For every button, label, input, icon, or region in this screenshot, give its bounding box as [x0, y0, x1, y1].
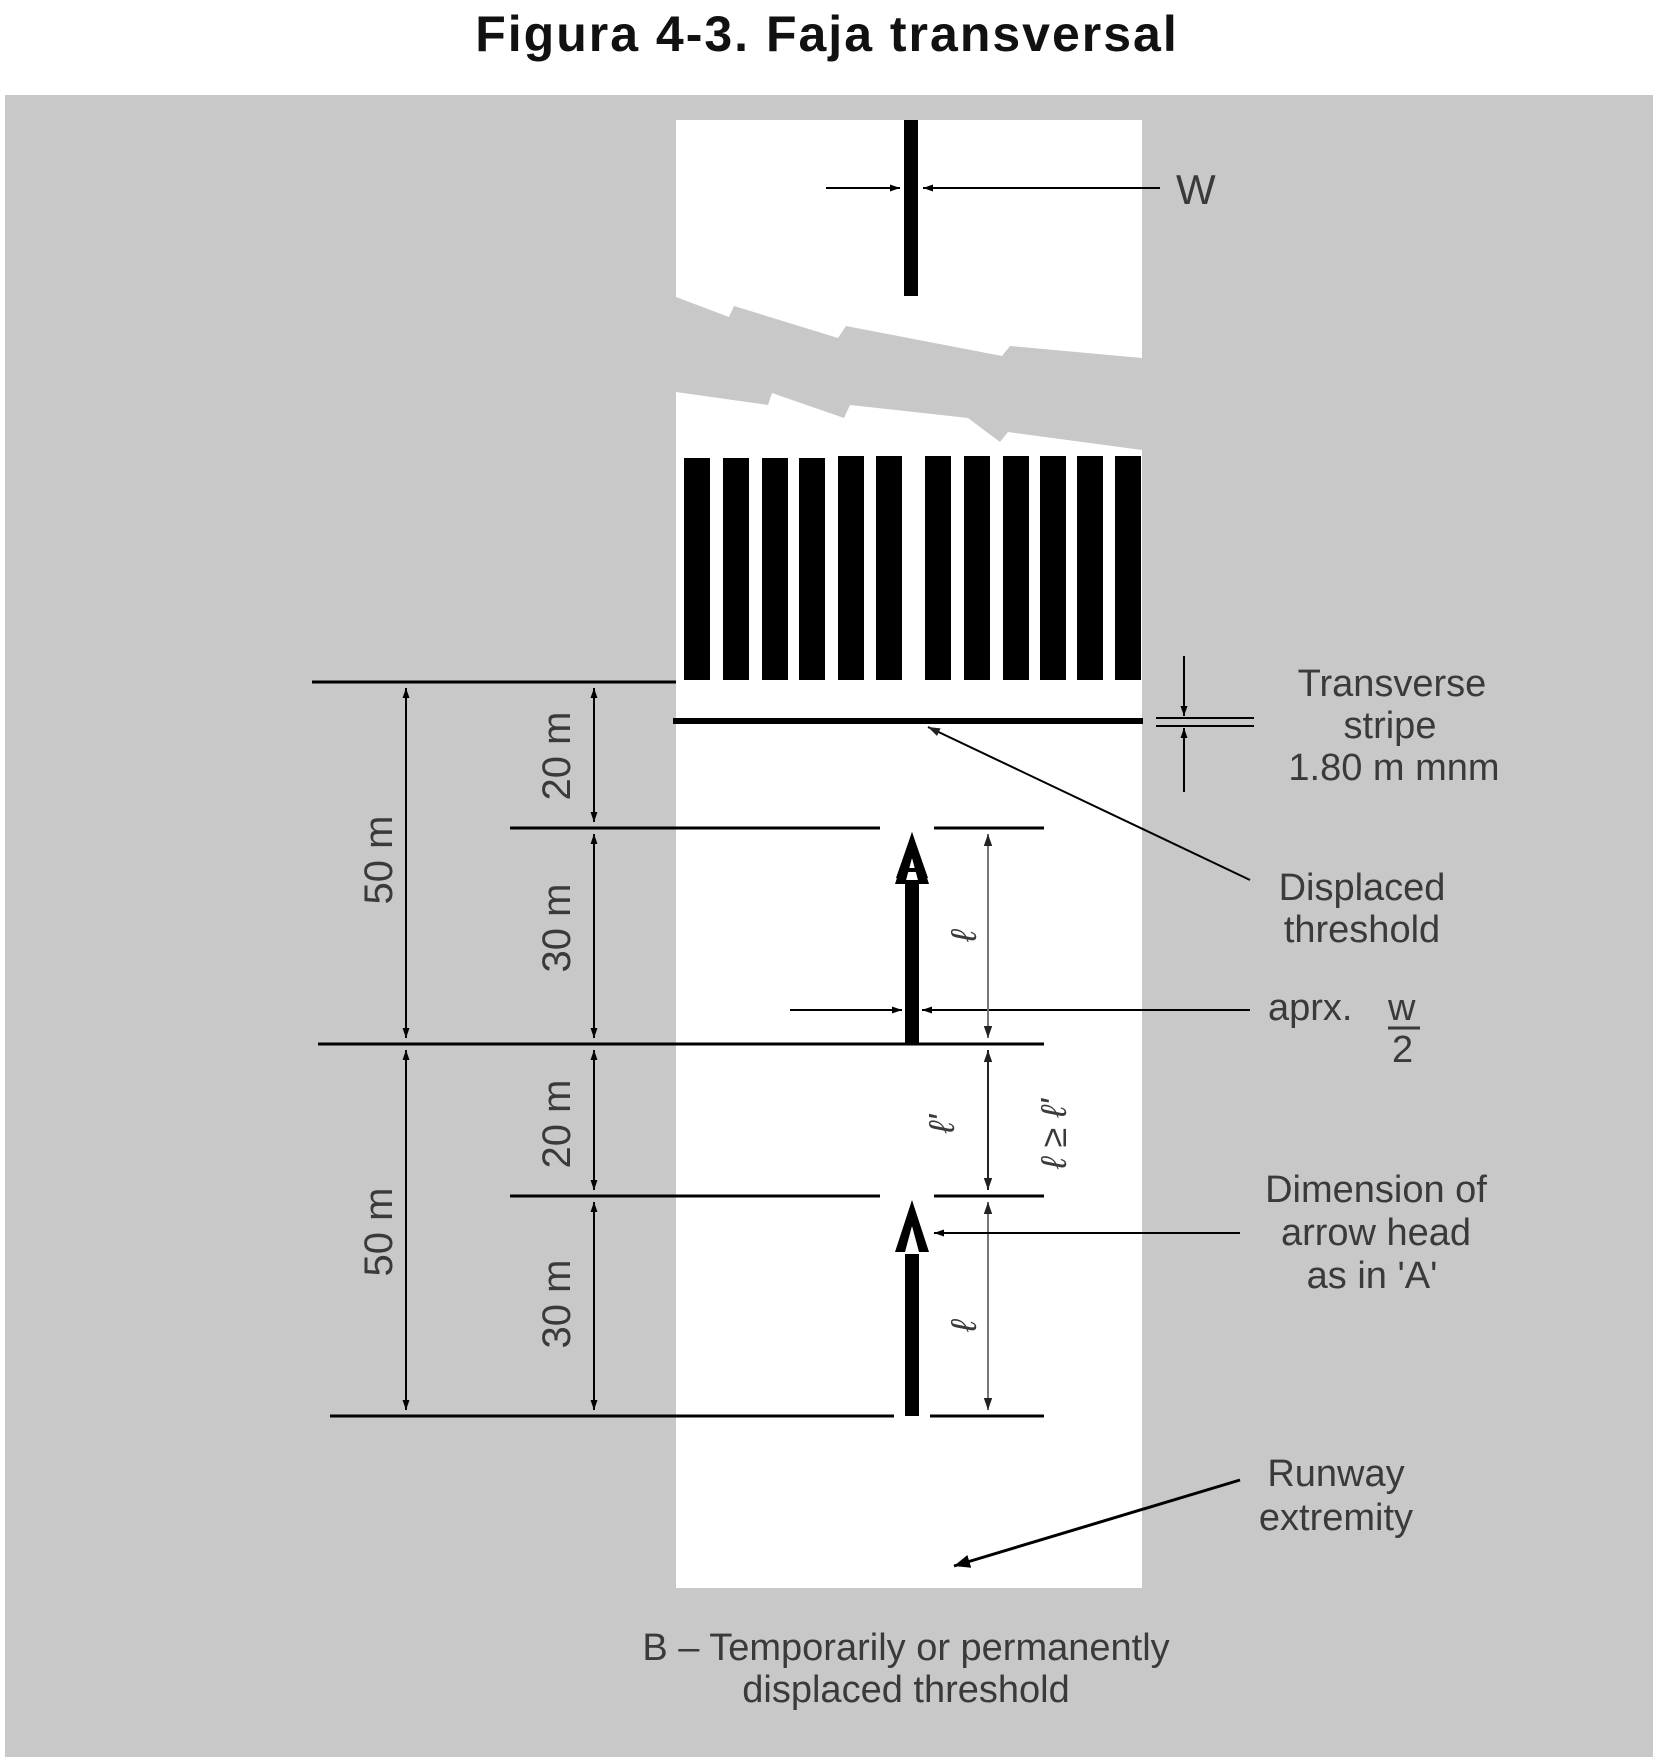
w-label: W: [1176, 166, 1216, 213]
transverse-stripe-label-1: Transverse: [1298, 663, 1487, 705]
threshold-bar: [723, 458, 749, 680]
l-upper-label: ℓ: [943, 928, 984, 943]
threshold-bar: [876, 456, 902, 680]
threshold-bar: [964, 456, 990, 680]
threshold-bar: [1077, 456, 1103, 680]
centre-line-stripe: [904, 120, 918, 296]
lower-arrow-head-outline: [895, 1200, 929, 1252]
l-lower-label: ℓ: [943, 1318, 984, 1333]
threshold-bar: [684, 458, 710, 680]
threshold-bar: [1040, 456, 1066, 680]
figure-title: Figura 4-3. Faja transversal: [475, 6, 1179, 62]
aprx-w: w: [1387, 987, 1416, 1029]
transverse-stripe-label-2: stripe: [1344, 705, 1437, 747]
dim-30m-upper-label: 30 m: [535, 884, 579, 973]
aprx-label: aprx.: [1268, 987, 1352, 1029]
l-prime-label: ℓ': [921, 1114, 962, 1135]
caption-line-2: displaced threshold: [742, 1669, 1069, 1711]
threshold-markings: [684, 456, 1141, 680]
threshold-bar: [1003, 456, 1029, 680]
runway-extremity-label-2: extremity: [1259, 1497, 1413, 1539]
threshold-bar: [762, 458, 788, 680]
transverse-stripe: [673, 718, 1143, 724]
upper-arrow-head-outline: [895, 832, 929, 884]
displaced-threshold-label-1: Displaced: [1279, 867, 1446, 909]
threshold-bar: [799, 458, 825, 680]
dim-50m-lower-label: 50 m: [357, 1188, 401, 1277]
caption-line-1: B – Temporarily or permanently: [642, 1627, 1169, 1669]
threshold-bar: [925, 456, 951, 680]
threshold-bar: [1115, 456, 1141, 680]
dim-30m-lower-label: 30 m: [535, 1260, 579, 1349]
runway-extremity-label-1: Runway: [1267, 1453, 1404, 1495]
threshold-bar: [838, 456, 864, 680]
runway-extremity-leader: [953, 1478, 1241, 1568]
upper-arrow-shaft: [905, 880, 919, 1044]
transverse-stripe-label-3: 1.80 m mnm: [1288, 747, 1499, 789]
arrow-head-label-3: as in 'A': [1307, 1255, 1438, 1297]
dim-50m-upper-label: 50 m: [357, 816, 401, 905]
l-ge-l-prime-label: ℓ ≥ ℓ': [1033, 1098, 1074, 1170]
dim-20m-lower-label: 20 m: [535, 1080, 579, 1169]
dim-20m-upper-label: 20 m: [535, 712, 579, 801]
aprx-two: 2: [1392, 1029, 1413, 1071]
arrow-head-label-2: arrow head: [1281, 1212, 1471, 1254]
arrow-head-label-1: Dimension of: [1265, 1169, 1487, 1211]
displaced-threshold-label-2: threshold: [1284, 909, 1440, 951]
displaced-threshold-leader: [927, 726, 1251, 881]
lower-arrow-shaft: [905, 1254, 919, 1416]
